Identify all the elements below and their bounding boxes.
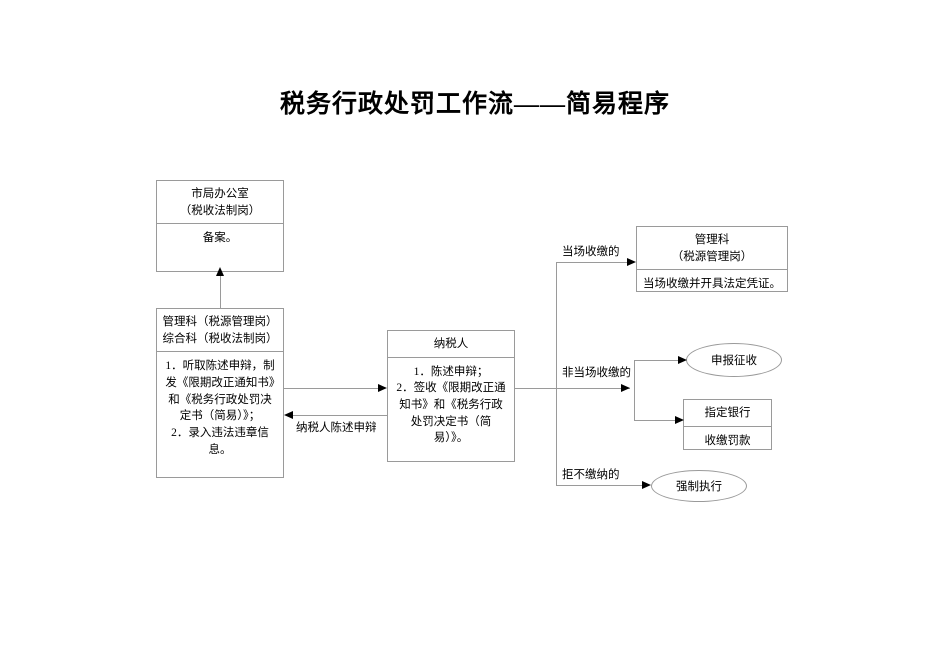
node-taxpayer-body-line2: 2．签收《限期改正通知书》和《税务行政处罚决定书（简易）》。 — [396, 382, 506, 445]
node-bureau-office-divider — [157, 223, 283, 225]
connector-to-declare-collect-line — [634, 360, 678, 361]
connector-enforcement-branch-arrow-icon — [642, 480, 651, 489]
edge-label-off-site-collection: 非当场收缴的 — [562, 367, 631, 379]
node-admin-section-divider — [157, 351, 283, 353]
node-bureau-office-header-line2: （税收法制岗） — [179, 204, 261, 217]
node-taxpayer: 纳税人 1．陈述申辩； 2．签收《限期改正通知书》和《税务行政处罚决定书（简易）… — [387, 330, 515, 462]
edge-label-refuse-to-pay: 拒不缴纳的 — [562, 469, 620, 481]
node-admin-section-header-line1: 管理科（税源管理岗） — [162, 316, 278, 328]
node-taxpayer-body: 1．陈述申辩； 2．签收《限期改正通知书》和《税务行政处罚决定书（简易）》。 — [388, 358, 514, 451]
node-bureau-office: 市局办公室 （税收法制岗） 备案。 — [156, 180, 284, 272]
node-management-section-body: 当场收缴并开具法定凭证。 — [643, 278, 781, 291]
node-management-section-header-line1: 管理科 — [694, 234, 730, 246]
connector-right-trunk-line — [556, 262, 557, 485]
node-designated-bank-row1: 指定银行 — [704, 407, 751, 419]
connector-admin-to-bureau-arrow-icon — [215, 267, 224, 276]
connector-taxpayer-to-admin-line — [293, 415, 387, 416]
node-taxpayer-divider — [388, 356, 514, 358]
connector-admin-to-taxpayer-arrow-icon — [378, 383, 387, 392]
connector-to-designated-bank-line — [634, 420, 675, 421]
connector-admin-to-taxpayer-line — [284, 388, 378, 389]
node-declare-collect: 申报征收 — [686, 343, 782, 377]
node-taxpayer-body-line1: 1．陈述申辩； — [413, 365, 489, 378]
connector-taxpayer-to-trunk-line — [515, 388, 557, 389]
node-designated-bank-row2: 收缴罚款 — [704, 434, 751, 447]
node-management-section-header: 管理科 （税源管理岗） — [637, 227, 787, 269]
node-admin-section-body-line1: 1．听取陈述申辩，制发《限期改正通知书》和《税务行政处罚决定书（简易）》； — [165, 360, 275, 423]
node-admin-section: 管理科（税源管理岗） 综合科（税收法制岗） 1．听取陈述申辩，制发《限期改正通知… — [156, 308, 284, 478]
node-admin-section-body-line2: 2．录入违法违章信息。 — [171, 427, 269, 456]
connector-enforcement-branch-line — [556, 485, 642, 486]
page-title: 税务行政处罚工作流——简易程序 — [279, 91, 670, 118]
connector-offsite-branch-line — [556, 388, 630, 389]
node-declare-collect-label: 申报征收 — [711, 355, 757, 367]
connector-offsite-split-vline — [634, 360, 635, 420]
node-taxpayer-header: 纳税人 — [433, 338, 469, 350]
connector-to-designated-bank-arrow-icon — [675, 415, 684, 424]
node-management-section-header-line2: （税源管理岗） — [671, 250, 753, 263]
node-bureau-office-body: 备案。 — [202, 232, 238, 245]
connector-taxpayer-to-admin-arrow-icon — [284, 410, 293, 419]
node-admin-section-body: 1．听取陈述申辩，制发《限期改正通知书》和《税务行政处罚决定书（简易）》； 2．… — [157, 352, 283, 462]
node-management-section-divider — [637, 269, 787, 271]
connector-admin-to-bureau-line — [220, 275, 221, 308]
node-bureau-office-header: 市局办公室 （税收法制岗） — [157, 181, 283, 223]
edge-label-on-site-collection: 当场收缴的 — [562, 246, 620, 258]
node-admin-section-header: 管理科（税源管理岗） 综合科（税收法制岗） — [157, 309, 283, 351]
node-management-section: 管理科 （税源管理岗） 当场收缴并开具法定凭证。 — [636, 226, 788, 292]
node-enforcement: 强制执行 — [651, 470, 747, 502]
edge-label-taxpayer-statement: 纳税人陈述申辩 — [296, 422, 377, 434]
connector-to-declare-collect-arrow-icon — [678, 355, 687, 364]
node-designated-bank-divider — [684, 425, 771, 427]
node-designated-bank: 指定银行 收缴罚款 — [683, 399, 772, 450]
node-bureau-office-header-line1: 市局办公室 — [191, 188, 249, 200]
node-enforcement-label: 强制执行 — [676, 481, 722, 493]
node-admin-section-header-line2: 综合科（税收法制岗） — [162, 332, 278, 345]
connector-onsite-branch-line — [556, 262, 627, 263]
connector-offsite-branch-arrow-icon — [621, 383, 630, 392]
connector-onsite-branch-arrow-icon — [627, 257, 636, 266]
